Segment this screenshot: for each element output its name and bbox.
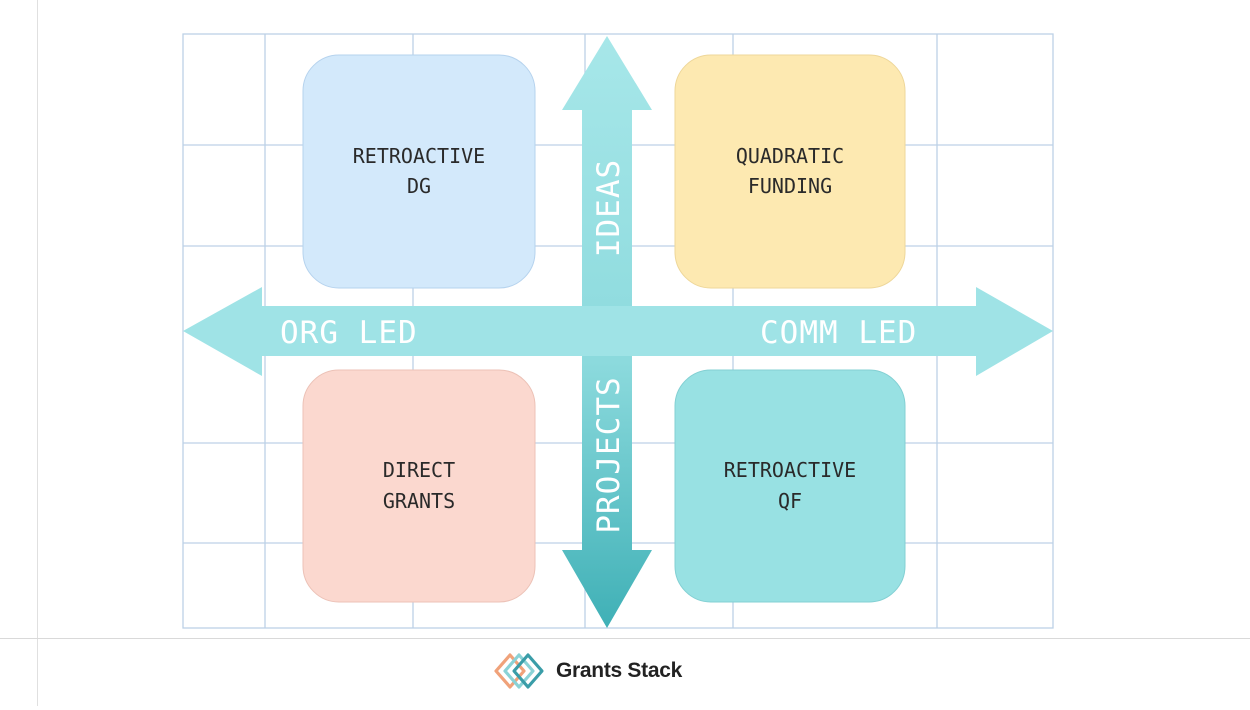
footer-brand: Grants Stack xyxy=(494,650,682,692)
quadrant-tr-line2: FUNDING xyxy=(748,174,832,198)
axis-label-up: IDEAS xyxy=(591,159,627,257)
quadrant-bl-line1: DIRECT xyxy=(383,458,455,482)
quadrant-tr-line1: QUADRATIC xyxy=(736,144,844,168)
axis-label-down: PROJECTS xyxy=(591,376,627,533)
quadrant-br-line1: RETROACTIVE xyxy=(724,458,856,482)
quadrant-br-line2: QF xyxy=(778,489,802,513)
quadrant-box-bottom-right xyxy=(674,369,906,603)
quadrant-box-bottom-left xyxy=(302,369,536,603)
page-left-rule xyxy=(37,0,38,706)
axis-label-left: ORG LED xyxy=(280,315,418,351)
quadrant-box-top-left xyxy=(302,54,536,289)
axis-label-right: COMM LED xyxy=(760,315,917,351)
quadrant-tl-line2: DG xyxy=(407,174,431,198)
quadrant-box-top-right xyxy=(674,54,906,289)
quadrant-tl-line1: RETROACTIVE xyxy=(353,144,485,168)
horizontal-arrow xyxy=(183,287,1053,376)
quadrant-bl-line2: GRANTS xyxy=(383,489,455,513)
quadrant-diagram: ORG LED COMM LED IDEAS PROJECTS RETROACT… xyxy=(182,33,1054,629)
grants-stack-logo-icon xyxy=(494,653,544,689)
brand-name: Grants Stack xyxy=(556,659,682,682)
footer-divider xyxy=(0,638,1250,639)
